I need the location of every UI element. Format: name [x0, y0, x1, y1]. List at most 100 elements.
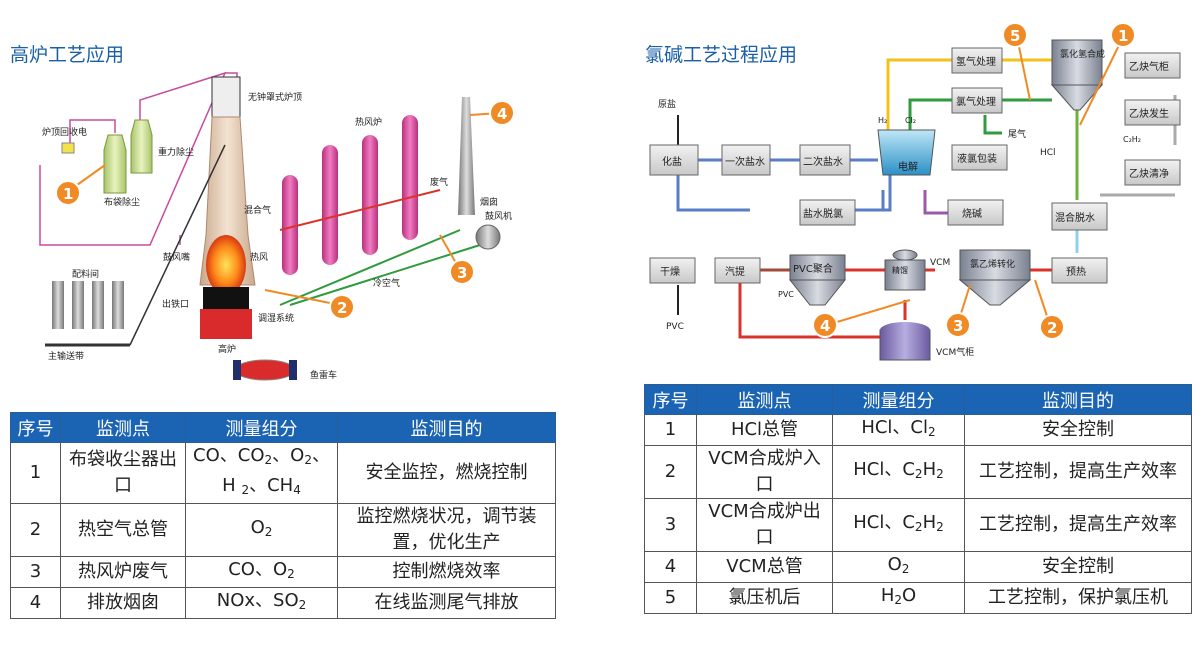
cell-no: 4 — [644, 551, 697, 583]
badge-1: 1 — [1079, 22, 1136, 126]
box-mix-dehydrate: 混合脱水 — [1051, 202, 1108, 231]
badge-3: 3 — [945, 284, 971, 338]
label-top-recovery: 炉顶回收电 — [42, 126, 87, 138]
label-gravity-dust: 重力除尘 — [158, 146, 194, 158]
svg-text:预热: 预热 — [1066, 265, 1086, 278]
cell-no: 4 — [10, 587, 61, 619]
cell-component: HCl、Cl2 — [832, 414, 965, 446]
cell-point: 热空气总管 — [60, 503, 186, 557]
cell-component: O2 — [832, 551, 965, 583]
process-boxes: 化盐 一次盐水 二次盐水 电解 H₂ Cl₂ 氢气处理 氯气处理 尾气 液氯包装… — [649, 39, 1181, 361]
badge-5: 5 — [1002, 22, 1031, 101]
cell-component: HCl、C2H2 — [832, 498, 965, 552]
cell-point: 氯压机后 — [696, 582, 833, 614]
label-tuyere: 鼓风嘴 — [163, 251, 190, 263]
header-no: 序号 — [644, 384, 697, 415]
cell-component: O2 — [185, 503, 338, 557]
svg-text:乙炔发生: 乙炔发生 — [1129, 107, 1169, 120]
box-acetylene-tank: 乙炔气柜 — [1124, 52, 1181, 79]
svg-text:2: 2 — [1047, 319, 1057, 337]
svg-text:精馏: 精馏 — [892, 265, 908, 275]
box-chlorine-treat: 氯气处理 — [951, 87, 1003, 114]
svg-text:干燥: 干燥 — [660, 266, 680, 278]
blast-furnace: 无钟罩式炉顶 混合气 高炉 — [199, 76, 302, 355]
svg-text:一次盐水: 一次盐水 — [725, 155, 765, 168]
svg-text:4: 4 — [820, 317, 830, 335]
svg-text:氢气处理: 氢气处理 — [956, 55, 996, 68]
right-section-title: 氯碱工艺过程应用 — [645, 44, 798, 66]
svg-text:3: 3 — [457, 264, 467, 282]
box-primary-brine: 一次盐水 — [721, 144, 771, 176]
label-chimney: 烟囱 — [480, 196, 498, 208]
box-stripping: 汽提 — [714, 257, 761, 284]
cell-component: H2O — [832, 582, 965, 614]
svg-text:烧碱: 烧碱 — [962, 207, 982, 220]
svg-text:乙炔气柜: 乙炔气柜 — [1129, 60, 1169, 73]
label-raw-salt: 原盐 — [658, 98, 676, 110]
svg-text:PVC: PVC — [778, 290, 794, 299]
label-hot-air: 热风 — [250, 251, 268, 263]
label-tail-gas: 尾气 — [1008, 128, 1026, 140]
cell-purpose: 安全监控，燃烧控制 — [337, 442, 556, 504]
svg-text:混合脱水: 混合脱水 — [1055, 211, 1095, 224]
box-dissolve: 化盐 — [649, 144, 699, 176]
box-preheat: 预热 — [1051, 257, 1108, 284]
cell-point: HCl总管 — [696, 414, 833, 446]
cell-point: VCM合成炉出口 — [696, 498, 833, 552]
svg-text:二次盐水: 二次盐水 — [803, 155, 843, 168]
svg-text:Cl₂: Cl₂ — [905, 116, 916, 125]
header-component: 测量组分 — [185, 412, 338, 443]
chimney: 烟囱 — [458, 97, 498, 215]
header-purpose: 监测目的 — [964, 384, 1192, 415]
label-c2h2: C₂H₂ — [1123, 135, 1141, 144]
header-component: 测量组分 — [832, 384, 965, 415]
box-caustic: 烧碱 — [947, 199, 1004, 226]
tank-vcm-holder: VCM气柜 — [879, 322, 974, 361]
cell-component: HCl、C2H2 — [832, 445, 965, 499]
box-drying: 干燥 — [649, 257, 696, 284]
svg-text:电解: 电解 — [898, 160, 918, 173]
badge-4: 4 — [469, 100, 515, 126]
svg-text:1: 1 — [1118, 27, 1128, 45]
label-torpedo-car: 鱼雷车 — [310, 369, 337, 381]
label-mixed-gas: 混合气 — [244, 204, 271, 216]
tank-hcl-synthesis: 氯化氢合成 HCl — [1040, 39, 1105, 158]
badge-3: 3 — [439, 234, 475, 285]
box-secondary-brine: 二次盐水 — [799, 144, 851, 176]
badge-1: 1 — [55, 164, 106, 206]
svg-text:4: 4 — [497, 105, 507, 123]
chlor-alkali-diagram: 化盐 一次盐水 二次盐水 电解 H₂ Cl₂ 氢气处理 氯气处理 尾气 液氯包装… — [649, 22, 1181, 361]
tank-pvc-polymer: PVC聚合 PVC — [778, 254, 847, 306]
tank-vcm-convert: 氯乙烯转化 VCM — [930, 249, 1032, 306]
header-no: 序号 — [10, 412, 61, 443]
gravity-dust-collector: 重力除尘 — [130, 119, 194, 174]
badge-4: 4 — [812, 299, 911, 338]
left-section-title: 高炉工艺应用 — [10, 44, 125, 66]
cell-point: VCM总管 — [696, 551, 833, 583]
cell-purpose: 工艺控制，保护氯压机 — [964, 582, 1192, 614]
cell-purpose: 工艺控制，提高生产效率 — [964, 445, 1192, 499]
top-recovery-unit: 炉顶回收电 — [42, 126, 87, 154]
box-hydrogen-treat: 氢气处理 — [951, 47, 1003, 74]
box-electrolysis: 电解 H₂ Cl₂ — [877, 116, 936, 176]
header-purpose: 监测目的 — [337, 412, 556, 443]
cell-component: CO、O2 — [185, 556, 338, 588]
badge-2: 2 — [1034, 279, 1065, 340]
svg-text:5: 5 — [1010, 27, 1020, 45]
cell-no: 2 — [644, 445, 697, 499]
label-cold-air: 冷空气 — [373, 277, 400, 289]
svg-text:VCM气柜: VCM气柜 — [936, 346, 974, 358]
svg-text:PVC聚合: PVC聚合 — [793, 262, 833, 275]
label-conveyor: 主输送带 — [48, 350, 84, 362]
torpedo-car: 鱼雷车 — [233, 359, 337, 381]
blast-furnace-diagram: 炉顶回收电 布袋除尘 重力除尘 无钟罩式炉顶 混合气 高炉 热风炉 烟囱 — [39, 71, 515, 381]
box-acetylene-clean: 乙炔清净 — [1124, 159, 1181, 186]
box-brine-dechlor: 盐水脱氯 — [799, 199, 856, 226]
cell-point: 布袋收尘器出口 — [60, 442, 186, 504]
